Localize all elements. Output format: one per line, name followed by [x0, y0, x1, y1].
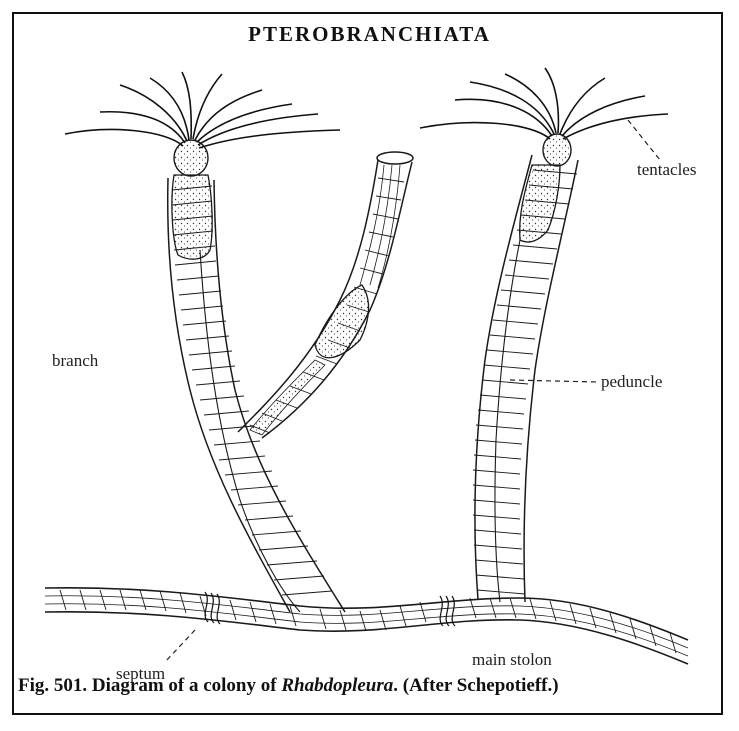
leader-lines — [165, 120, 660, 662]
label-branch: branch — [52, 351, 98, 371]
branch-tube — [238, 152, 413, 438]
label-main-stolon: main stolon — [472, 650, 552, 670]
left-tentacles — [65, 72, 340, 148]
septum-marks — [205, 592, 455, 626]
caption-suffix: . (After Schepotieff.) — [393, 675, 558, 696]
caption-prefix: Fig. 501. Diagram of a colony of — [18, 675, 281, 696]
right-tentacles — [420, 68, 668, 139]
left-zooid-body — [172, 140, 212, 259]
figure-caption: Fig. 501. Diagram of a colony of Rhabdop… — [18, 675, 559, 697]
main-stolon — [45, 588, 688, 664]
label-peduncle: peduncle — [601, 372, 662, 392]
caption-genus: Rhabdopleura — [281, 675, 393, 696]
label-tentacles: tentacles — [637, 160, 696, 180]
branch-zooid-body — [250, 285, 369, 435]
